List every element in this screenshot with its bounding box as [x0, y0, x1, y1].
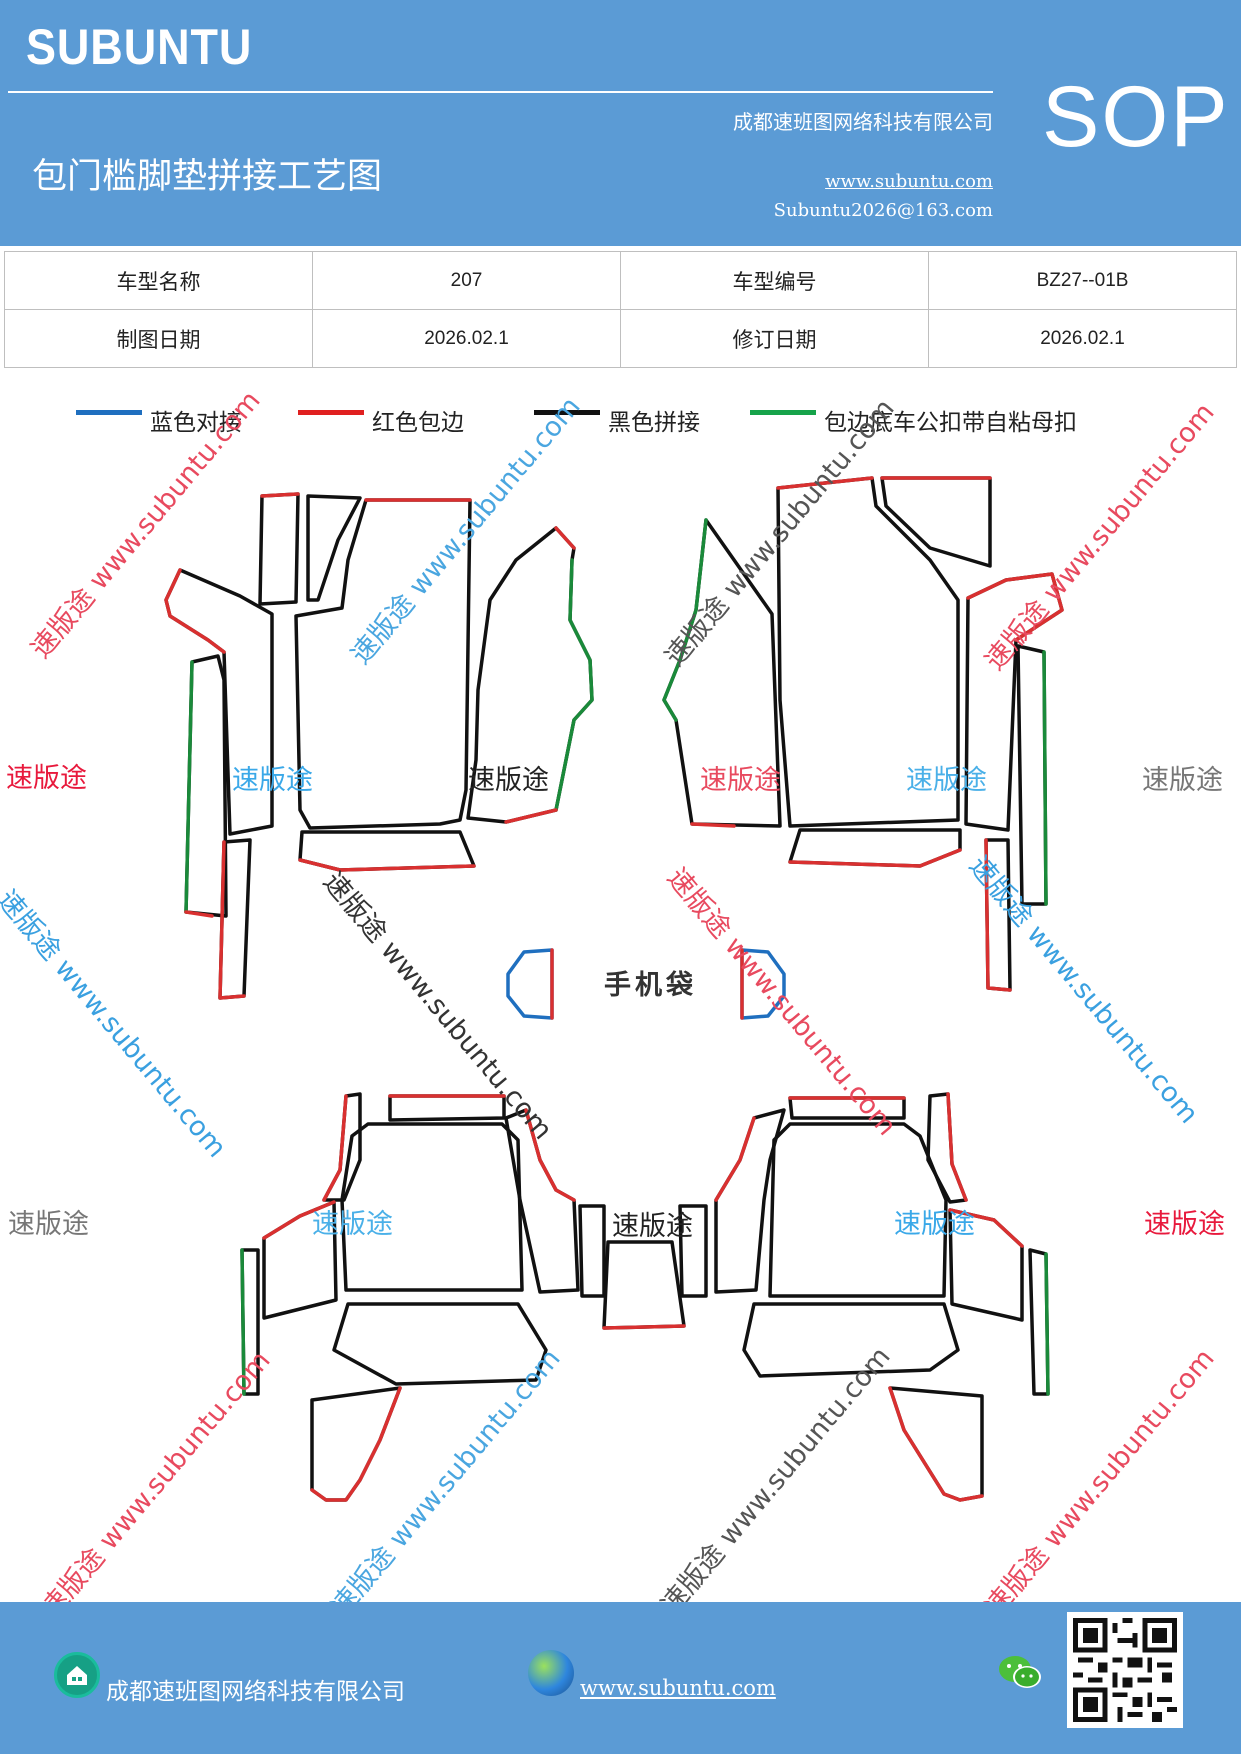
brand-label: 速版途	[312, 1209, 393, 1240]
table-row: 制图日期 2026.02.1 修订日期 2026.02.1	[4, 309, 1237, 368]
model-name-value: 207	[312, 251, 621, 310]
home-icon	[54, 1652, 100, 1698]
footer-website-link[interactable]: www.subuntu.com	[580, 1676, 776, 1700]
globe-icon	[528, 1650, 574, 1696]
legend-item-red: 红色包边	[298, 403, 464, 437]
header-company: 成都速班图网络科技有限公司	[733, 110, 993, 134]
model-code-value: BZ27--01B	[928, 251, 1237, 310]
legend-swatch-green	[750, 409, 816, 415]
legend-swatch-red	[298, 409, 364, 415]
brand-label: 速版途	[1142, 765, 1223, 796]
brand-label: 速版途	[1144, 1209, 1225, 1240]
legend-item-blue: 蓝色对接	[76, 403, 242, 437]
brand-label: 速版途	[6, 763, 87, 794]
brand-logo: SUBUNTU	[26, 19, 253, 75]
legend-label: 包边底车公扣带自粘母扣	[824, 410, 1077, 436]
center-tunnel-piece	[602, 1240, 686, 1330]
phone-pocket-label: 手机袋	[604, 970, 697, 1001]
header-banner	[0, 0, 1241, 246]
model-code-label: 车型编号	[620, 251, 929, 310]
brand-label: 速版途	[468, 765, 549, 796]
drawing-date-label: 制图日期	[4, 309, 313, 368]
revision-date-value: 2026.02.1	[928, 309, 1237, 368]
header-website-link[interactable]: www.subuntu.com	[825, 171, 993, 192]
upper-right-piece-group	[662, 476, 1064, 992]
lower-left-piece-group	[240, 1092, 606, 1502]
legend-swatch-blue	[76, 409, 142, 415]
upper-left-piece-group	[164, 492, 594, 1000]
legend-label: 红色包边	[372, 410, 464, 436]
table-row: 车型名称 207 车型编号 BZ27--01B	[4, 251, 1237, 310]
sop-label: SOP	[1042, 69, 1230, 165]
legend-item-green: 包边底车公扣带自粘母扣	[750, 403, 1077, 437]
legend-label: 蓝色对接	[150, 410, 242, 436]
brand-label: 速版途	[232, 765, 313, 796]
legend-label: 黑色拼接	[608, 410, 700, 436]
legend-swatch-black	[534, 409, 600, 415]
header-email: Subuntu2026@163.com	[773, 200, 993, 221]
vehicle-info-table: 车型名称 207 车型编号 BZ27--01B 制图日期 2026.02.1 修…	[4, 251, 1237, 368]
phone-pocket-left	[506, 948, 554, 1020]
wechat-icon[interactable]	[996, 1652, 1044, 1698]
legend-item-black: 黑色拼接	[534, 403, 700, 437]
brand-label: 速版途	[8, 1209, 89, 1240]
brand-label: 速版途	[894, 1209, 975, 1240]
page-title: 包门槛脚垫拼接工艺图	[32, 157, 383, 197]
footer-company: 成都速班图网络科技有限公司	[106, 1679, 405, 1705]
brand-label: 速版途	[906, 765, 987, 796]
qr-code	[1067, 1612, 1183, 1728]
brand-label: 速版途	[612, 1211, 693, 1242]
lower-right-piece-group	[678, 1092, 1050, 1502]
drawing-date-value: 2026.02.1	[312, 309, 621, 368]
brand-label: 速版途	[700, 765, 781, 796]
header-divider	[8, 91, 993, 93]
revision-date-label: 修订日期	[620, 309, 929, 368]
model-name-label: 车型名称	[4, 251, 313, 310]
